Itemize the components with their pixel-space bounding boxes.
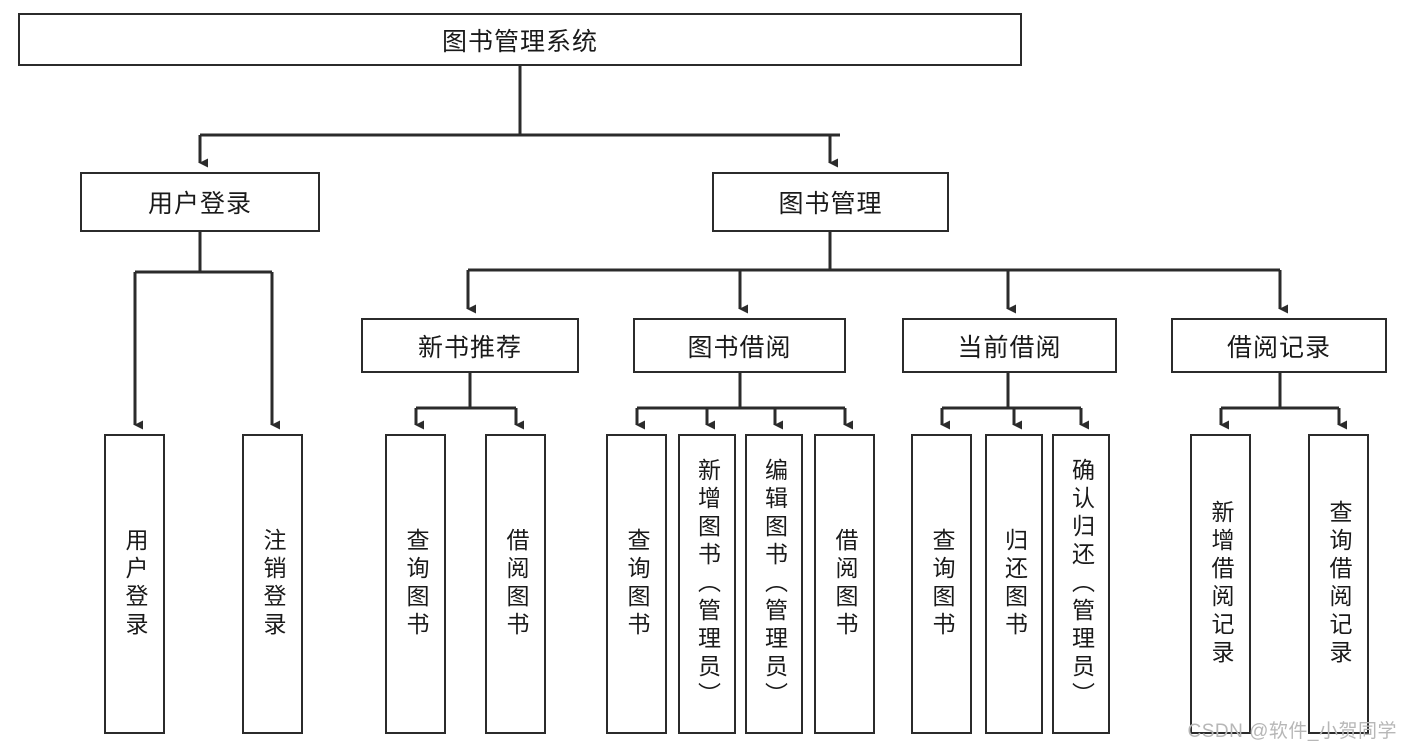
node-new-book-recommend-label: 新书推荐 — [417, 333, 522, 362]
node-book-management[interactable]: 图书管理 — [712, 172, 949, 232]
node-book-management-label: 图书管理 — [778, 190, 883, 218]
node-book-borrow[interactable]: 图书借阅 — [633, 318, 846, 373]
leaf-borrow-query-book[interactable]: 查询图书 — [606, 434, 667, 734]
node-current-borrow[interactable]: 当前借阅 — [902, 318, 1117, 373]
leaf-current-confirm-return-admin-label: 确认归还（管理员） — [1068, 458, 1095, 710]
node-borrow-record-label: 借阅记录 — [1226, 333, 1331, 362]
leaf-record-add-record[interactable]: 新增借阅记录 — [1190, 434, 1251, 734]
leaf-record-query-record[interactable]: 查询借阅记录 — [1308, 434, 1369, 734]
leaf-borrow-edit-book-admin-label: 编辑图书（管理员） — [761, 458, 788, 710]
node-borrow-record[interactable]: 借阅记录 — [1171, 318, 1387, 373]
leaf-logout[interactable]: 注销登录 — [242, 434, 303, 734]
node-user-login[interactable]: 用户登录 — [80, 172, 320, 232]
node-new-book-recommend[interactable]: 新书推荐 — [361, 318, 579, 373]
node-user-login-label: 用户登录 — [147, 190, 252, 218]
leaf-newbook-query-book-label: 查询图书 — [403, 528, 429, 640]
leaf-newbook-borrow-book-label: 借阅图书 — [503, 528, 529, 640]
leaf-newbook-query-book[interactable]: 查询图书 — [385, 434, 446, 734]
leaf-current-confirm-return-admin[interactable]: 确认归还（管理员） — [1052, 434, 1110, 734]
leaf-record-add-record-label: 新增借阅记录 — [1208, 500, 1234, 668]
node-root[interactable]: 图书管理系统 — [18, 13, 1022, 66]
leaf-record-query-record-label: 查询借阅记录 — [1326, 500, 1352, 668]
leaf-borrow-add-book-admin[interactable]: 新增图书（管理员） — [678, 434, 736, 734]
leaf-borrow-edit-book-admin[interactable]: 编辑图书（管理员） — [745, 434, 803, 734]
leaf-current-query-book[interactable]: 查询图书 — [911, 434, 972, 734]
leaf-newbook-borrow-book[interactable]: 借阅图书 — [485, 434, 546, 734]
leaf-logout-label: 注销登录 — [260, 528, 286, 640]
leaf-user-login-label: 用户登录 — [122, 528, 148, 640]
leaf-borrow-lend-book[interactable]: 借阅图书 — [814, 434, 875, 734]
leaf-current-query-book-label: 查询图书 — [929, 528, 955, 640]
leaf-user-login[interactable]: 用户登录 — [104, 434, 165, 734]
node-root-label: 图书管理系统 — [441, 27, 598, 56]
leaf-borrow-add-book-admin-label: 新增图书（管理员） — [694, 458, 721, 710]
leaf-borrow-lend-book-label: 借阅图书 — [832, 528, 858, 640]
node-current-borrow-label: 当前借阅 — [957, 333, 1062, 362]
watermark-text: CSDN @软件_小贺同学 — [1187, 721, 1397, 742]
node-book-borrow-label: 图书借阅 — [687, 333, 792, 362]
leaf-current-return-book-label: 归还图书 — [1001, 528, 1028, 640]
leaf-current-return-book[interactable]: 归还图书 — [985, 434, 1043, 734]
leaf-borrow-query-book-label: 查询图书 — [624, 528, 650, 640]
